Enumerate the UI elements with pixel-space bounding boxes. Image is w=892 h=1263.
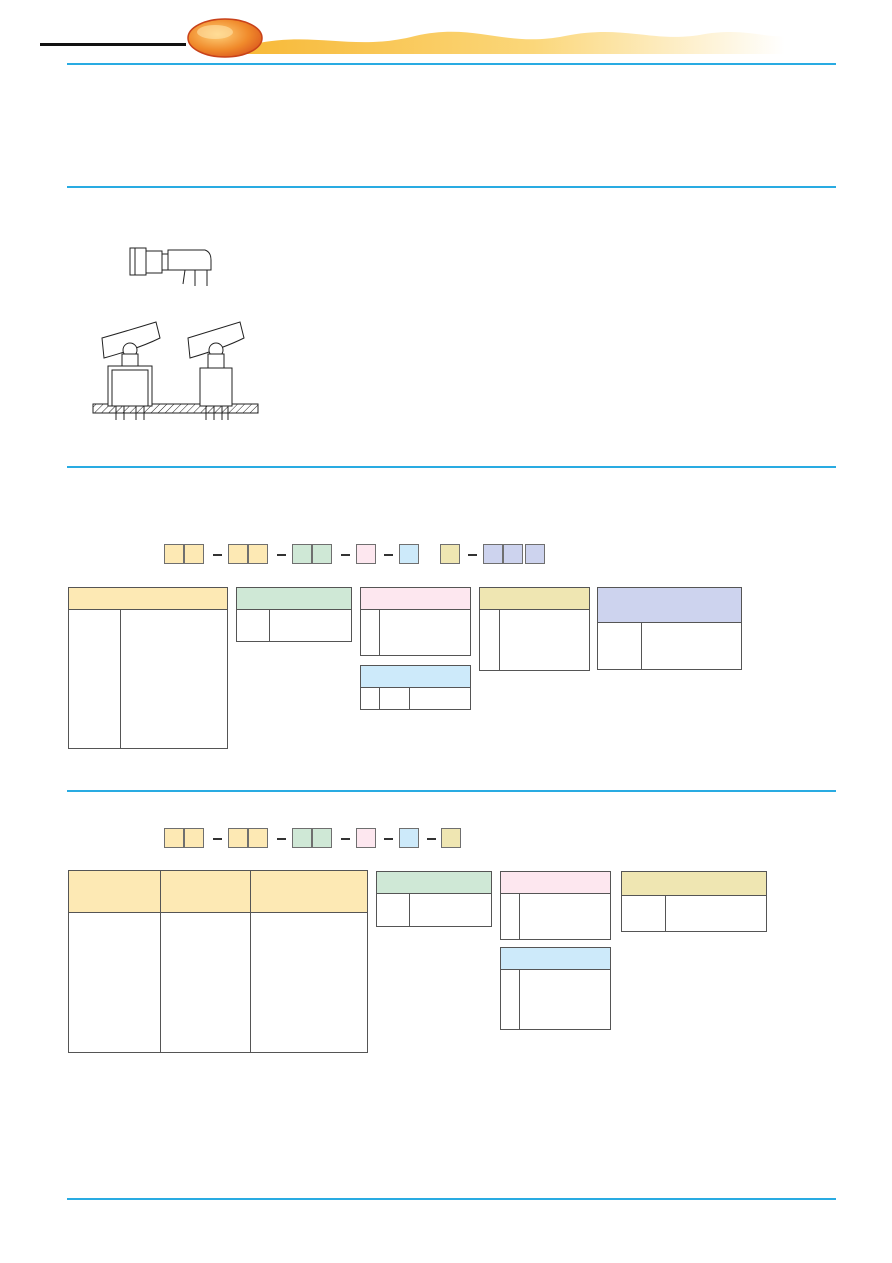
code-slot — [525, 544, 545, 564]
code-slot — [248, 544, 268, 564]
dash — [277, 838, 286, 840]
option-table-pink — [360, 587, 471, 656]
dash — [213, 838, 222, 840]
option-table-yellow-wide — [68, 870, 368, 1053]
option-table-pink-2 — [500, 871, 611, 940]
divider-1 — [67, 63, 836, 65]
dash — [213, 554, 222, 556]
dash — [341, 838, 350, 840]
dash — [427, 838, 436, 840]
divider-footer — [67, 1198, 836, 1200]
code-slot — [356, 544, 376, 564]
rocker-switch-mount-drawing — [92, 321, 259, 420]
code-slot — [184, 828, 204, 848]
option-table-olive-2 — [621, 871, 767, 932]
dash — [384, 838, 393, 840]
code-slot — [440, 544, 460, 564]
code-slot — [292, 828, 312, 848]
code-slot — [356, 828, 376, 848]
code-slot — [441, 828, 461, 848]
code-slot — [248, 828, 268, 848]
header-bar — [40, 43, 186, 46]
divider-3 — [67, 466, 836, 468]
option-table-green — [236, 587, 352, 642]
code-slot — [312, 544, 332, 564]
code-slot — [399, 544, 419, 564]
dash — [341, 554, 350, 556]
dash — [468, 554, 477, 556]
divider-4 — [67, 790, 836, 792]
option-table-yellow — [68, 587, 228, 749]
option-table-lavender — [597, 587, 742, 670]
code-slot — [164, 544, 184, 564]
code-slot — [184, 544, 204, 564]
part-number-code-1 — [0, 544, 892, 566]
switch-side-view-drawing — [129, 247, 212, 286]
code-slot — [483, 544, 503, 564]
divider-2 — [67, 186, 836, 188]
orange-swoosh-logo — [187, 18, 785, 58]
code-slot — [503, 544, 523, 564]
code-slot — [292, 544, 312, 564]
option-table-blue — [360, 665, 471, 710]
code-slot — [228, 828, 248, 848]
option-table-olive — [479, 587, 590, 671]
option-table-blue-2 — [500, 947, 611, 1030]
code-slot — [164, 828, 184, 848]
dash — [384, 554, 393, 556]
code-slot — [399, 828, 419, 848]
dash — [277, 554, 286, 556]
code-slot — [228, 544, 248, 564]
option-table-green-2 — [376, 871, 492, 927]
part-number-code-2 — [0, 828, 892, 850]
code-slot — [312, 828, 332, 848]
